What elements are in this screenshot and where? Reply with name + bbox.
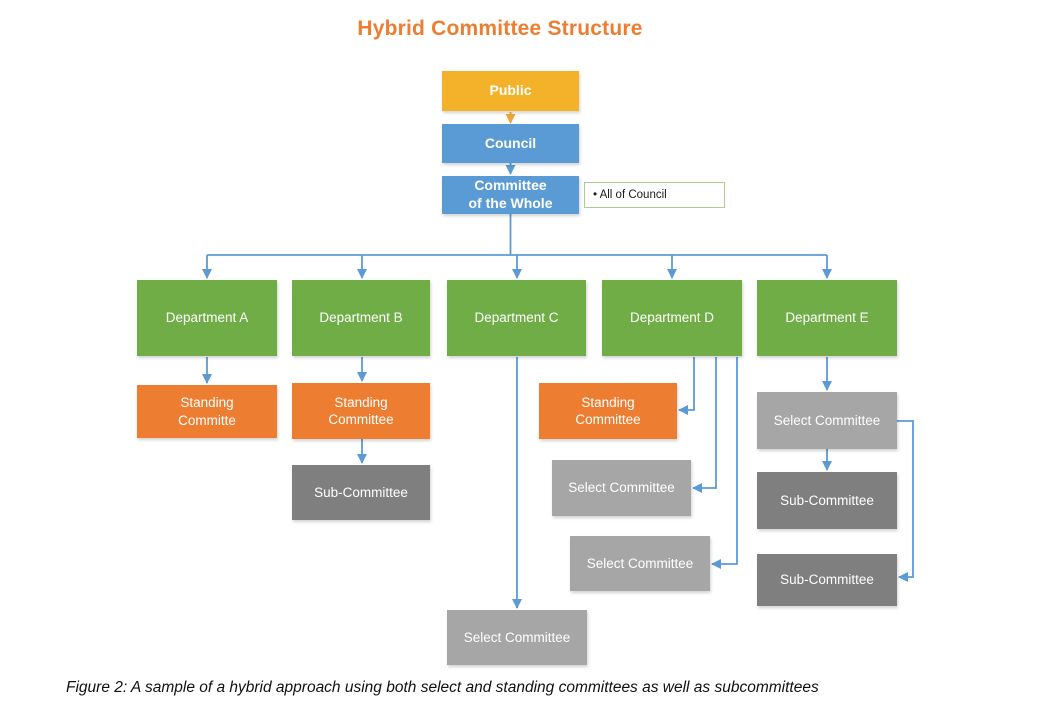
node-standing-committee-d: Standing Committee [539,383,677,439]
node-standing-committee-b: Standing Committee [292,383,430,439]
node-standing-committe-a: Standing Committe [137,385,277,438]
figure-caption: Figure 2: A sample of a hybrid approach … [66,679,819,696]
node-department-e: Department E [757,280,897,356]
node-department-b: Department B [292,280,430,356]
node-committee-of-the-whole: Committee of the Whole [442,176,579,214]
node-select-committee-d2: Select Committee [570,536,710,591]
diagram-title: Hybrid Committee Structure [357,17,643,40]
note-all-of-council: • All of Council [584,182,725,208]
node-sub-committee-e1: Sub-Committee [757,472,897,529]
node-council: Council [442,124,579,163]
node-public: Public [442,71,579,111]
node-department-d: Department D [602,280,742,356]
node-department-a: Department A [137,280,277,356]
node-department-c: Department C [447,280,586,356]
node-select-committee-e: Select Committee [757,392,897,449]
node-select-committee-c: Select Committee [447,610,587,665]
node-select-committee-d1: Select Committee [552,460,691,516]
node-sub-committee-e2: Sub-Committee [757,554,897,606]
node-sub-committee-b: Sub-Committee [292,465,430,520]
